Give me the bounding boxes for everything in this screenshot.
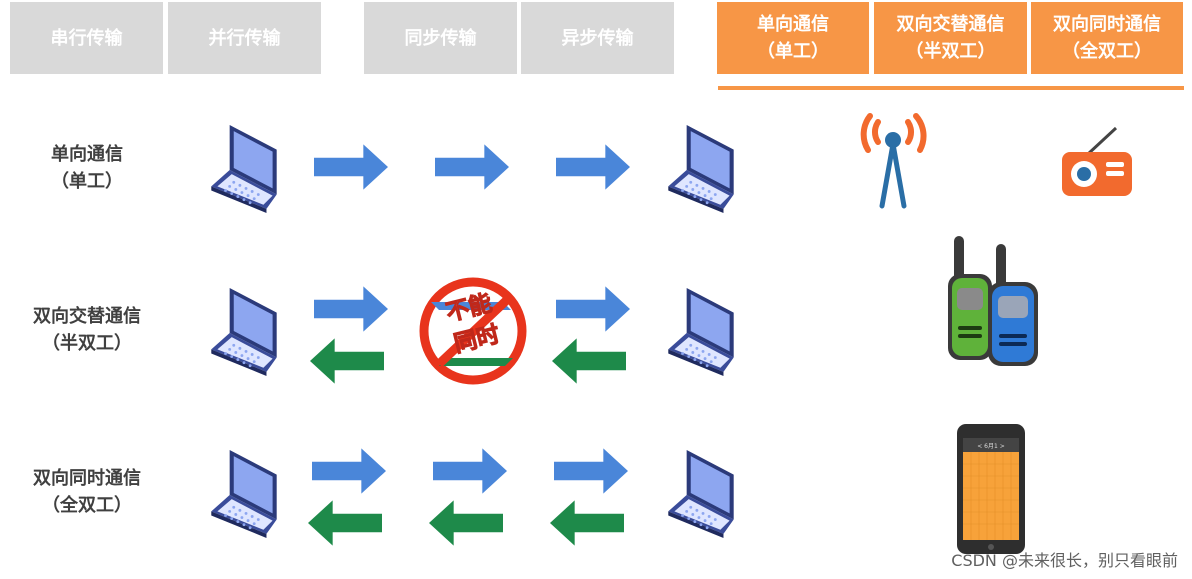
arrow-left-icon xyxy=(308,500,382,546)
tab-half-duplex-subtitle: （半双工） xyxy=(905,41,996,62)
tab-sync-label: 同步传输 xyxy=(404,27,477,49)
row-half-duplex-title: 双向交替通信 xyxy=(33,306,141,327)
laptop-icon xyxy=(668,288,734,376)
row-simplex-title: 单向通信 xyxy=(51,144,123,165)
tab-serial[interactable]: 串行传输 xyxy=(10,2,163,74)
tab-simplex-subtitle: （单工） xyxy=(757,41,829,62)
arrow-left-icon xyxy=(429,500,503,546)
arrow-right-icon xyxy=(554,448,628,494)
walkie-talkie-icon xyxy=(948,236,1038,366)
tab-parallel[interactable]: 并行传输 xyxy=(168,2,321,74)
tab-full-duplex-title: 双向同时通信 xyxy=(1053,14,1161,35)
radio-icon xyxy=(1062,126,1132,196)
laptop-icon xyxy=(668,450,734,538)
tab-async-label: 异步传输 xyxy=(561,27,634,49)
row-label-simplex: 单向通信 （单工） xyxy=(2,141,172,195)
tab-simplex[interactable]: 单向通信 （单工） xyxy=(717,2,869,74)
svg-text:< 6月1 >: < 6月1 > xyxy=(977,443,1005,450)
arrow-right-icon xyxy=(314,144,388,190)
watermark: CSDN @未来很长，别只看眼前 xyxy=(951,551,1178,570)
arrow-left-icon xyxy=(552,338,626,384)
row-full-duplex-subtitle: （全双工） xyxy=(42,495,132,516)
row-half-duplex-subtitle: （半双工） xyxy=(42,333,132,354)
arrow-right-icon xyxy=(314,286,388,332)
no-simultaneous-sign: 不能 同时 xyxy=(417,276,529,386)
arrow-right-icon xyxy=(433,448,507,494)
laptop-icon xyxy=(211,125,277,213)
tab-sync[interactable]: 同步传输 xyxy=(364,2,517,74)
row-label-half-duplex: 双向交替通信 （半双工） xyxy=(2,303,172,357)
arrow-right-icon xyxy=(312,448,386,494)
radio-tower-icon xyxy=(860,113,927,209)
tab-simplex-title: 单向通信 xyxy=(757,14,829,35)
arrow-left-icon xyxy=(310,338,384,384)
tab-full-duplex[interactable]: 双向同时通信 （全双工） xyxy=(1031,2,1183,74)
arrow-right-icon xyxy=(556,286,630,332)
laptop-icon xyxy=(211,288,277,376)
row-simplex-subtitle: （单工） xyxy=(51,171,123,192)
tab-half-duplex-title: 双向交替通信 xyxy=(896,14,1005,35)
row-full-duplex-title: 双向同时通信 xyxy=(33,468,141,489)
laptop-icon xyxy=(668,125,734,213)
row-label-full-duplex: 双向同时通信 （全双工） xyxy=(2,465,172,519)
tab-parallel-label: 并行传输 xyxy=(208,27,281,49)
forbidden-icon xyxy=(419,277,527,385)
tab-async[interactable]: 异步传输 xyxy=(521,2,674,74)
arrow-left-icon xyxy=(550,500,624,546)
arrow-right-icon xyxy=(556,144,630,190)
orange-underline xyxy=(718,86,1184,90)
laptop-icon xyxy=(211,450,277,538)
tab-full-duplex-subtitle: （全双工） xyxy=(1062,41,1152,62)
tab-serial-label: 串行传输 xyxy=(50,27,123,49)
arrow-right-icon xyxy=(435,144,509,190)
smartphone-icon: < 6月1 > xyxy=(957,424,1025,554)
tab-half-duplex[interactable]: 双向交替通信 （半双工） xyxy=(874,2,1027,74)
